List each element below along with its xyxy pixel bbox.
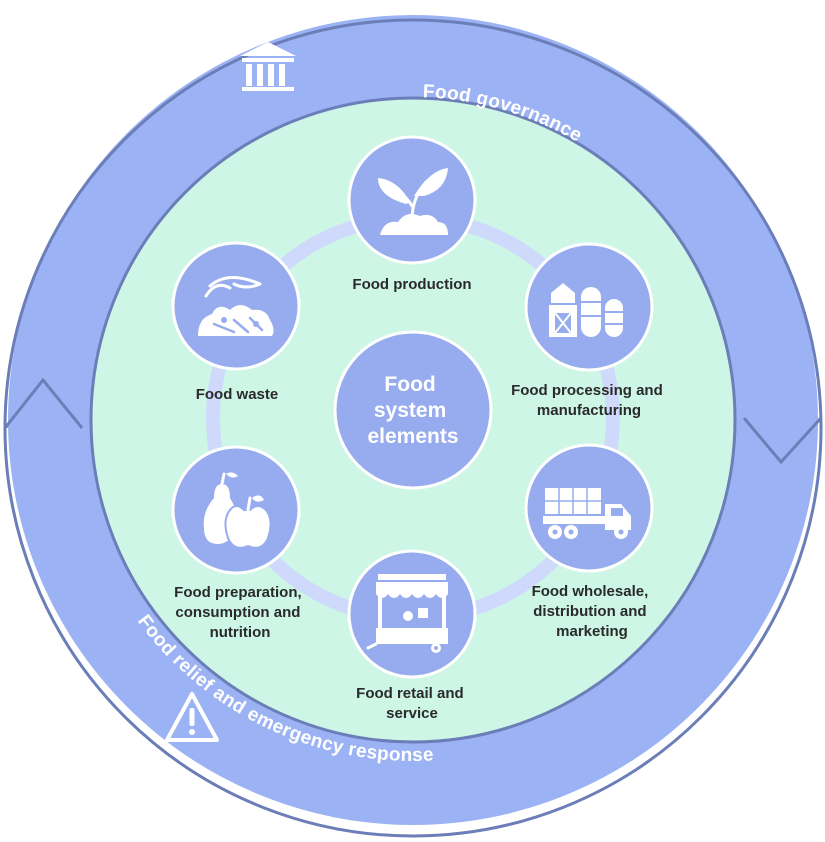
ring-arrow-left — [3, 377, 84, 429]
element-food-processing: Food processing and manufacturing — [511, 242, 667, 419]
svg-text:Food wholesale, distribu: Food wholesale, distribution and marketi… — [532, 583, 653, 640]
element-food-waste: Food waste — [171, 241, 301, 403]
market-stall-icon — [366, 574, 448, 653]
sprout-icon — [378, 168, 448, 235]
ring-arrow-right — [742, 416, 823, 465]
center-line-1: Food — [384, 373, 435, 396]
food-wholesale-label-3: marketing — [556, 623, 628, 640]
outer-ring-edge — [3, 18, 823, 429]
warning-triangle-icon — [165, 692, 219, 742]
food-production-label: Food production — [352, 276, 471, 293]
center-line-2: system — [374, 399, 446, 422]
food-preparation-label-3: nutrition — [210, 624, 271, 641]
svg-text:Food retail and service: Food retail and service — [356, 685, 468, 722]
center-line-3: elements — [367, 425, 458, 448]
food-retail-label-1: Food retail and — [356, 685, 464, 702]
pear-apple-icon — [203, 472, 272, 549]
element-food-production: Food production — [347, 135, 477, 293]
element-food-preparation: Food preparation, consumption and nutrit… — [171, 445, 306, 641]
food-waste-label: Food waste — [196, 386, 279, 403]
food-processing-label-2: manufacturing — [537, 402, 641, 419]
svg-text:Food production: Food production — [352, 276, 471, 293]
outer-ring-edge-lower — [3, 427, 823, 838]
svg-text:Food preparation, consum: Food preparation, consumption and nutrit… — [174, 584, 306, 641]
svg-text:Food waste: Food waste — [196, 386, 279, 403]
svg-text:Food processing and manu: Food processing and manufacturing — [511, 382, 667, 419]
farm-silo-icon — [549, 283, 623, 337]
food-preparation-label-2: consumption and — [175, 604, 300, 621]
food-retail-label-2: service — [386, 705, 438, 722]
center-circle — [333, 330, 493, 490]
svg-text:Food system elemen: Food system elements — [367, 373, 458, 448]
delivery-truck-icon — [543, 488, 631, 539]
food-scraps-icon — [198, 276, 274, 336]
government-building-icon — [240, 42, 296, 91]
element-food-wholesale: Food wholesale, distribution and marketi… — [524, 443, 654, 640]
element-food-retail: Food retail and service — [347, 549, 477, 722]
food-wholesale-label-2: distribution and — [533, 603, 646, 620]
food-production-circle — [347, 135, 477, 265]
food-processing-label-1: Food processing and — [511, 382, 663, 399]
food-preparation-label-1: Food preparation, — [174, 584, 302, 601]
food-wholesale-label-1: Food wholesale, — [532, 583, 649, 600]
center-node: Food system elements — [333, 330, 493, 490]
